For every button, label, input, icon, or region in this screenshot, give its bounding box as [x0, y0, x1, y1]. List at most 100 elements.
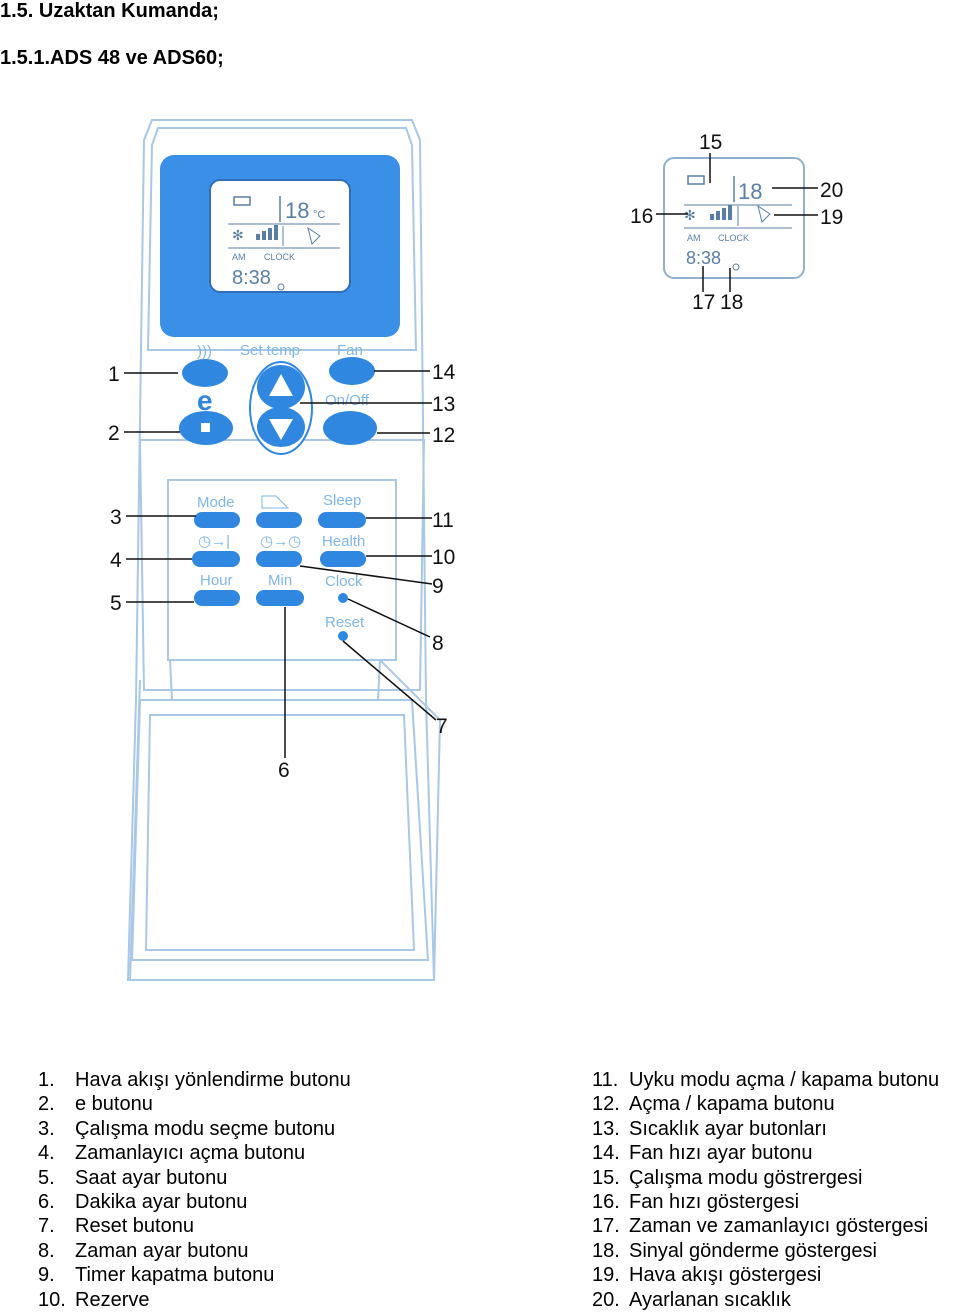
reset-label: Reset [325, 614, 365, 631]
remote-body [126, 119, 442, 981]
legend-item: 10.Rezerve [38, 1288, 351, 1312]
callout-12: 12 [432, 424, 455, 447]
legend-text: Sinyal gönderme göstergesi [629, 1239, 877, 1262]
callout-3: 3 [110, 506, 122, 529]
callout-15: 15 [699, 131, 722, 154]
lcd-time: 8:38 [232, 267, 271, 289]
legend-number: 6. [38, 1191, 55, 1214]
legend-number: 17. [592, 1215, 620, 1238]
callout-11: 11 [432, 509, 454, 532]
legend-text: Açma / kapama butonu [629, 1093, 835, 1116]
set-temp-label: Set temp [240, 342, 300, 359]
legend-number: 16. [592, 1191, 620, 1214]
legend-text: e butonu [75, 1093, 153, 1116]
legend-text: Fan hızı ayar butonu [629, 1142, 813, 1165]
legend-item: 18. Sinyal gönderme göstergesi [592, 1239, 939, 1263]
lcd-screen [209, 179, 351, 293]
display-detail: 18 ✻ AM CLOCK 8:38 [663, 157, 805, 279]
lcd-content: 18 °C ✻ AM CLOCK 8:38 [228, 196, 340, 291]
legend-item: 9. Timer kapatma butonu [38, 1263, 351, 1287]
health-label: Health [322, 533, 365, 550]
legend-text: Sıcaklık ayar butonları [629, 1117, 827, 1140]
callout-4: 4 [110, 549, 122, 572]
legend-number: 11. [592, 1069, 619, 1091]
clock-button[interactable] [338, 593, 348, 603]
top-button-block: ))) Set temp Fan e On/Off [179, 342, 377, 455]
legend-item: 3.Çalışma modu seçme butonu [38, 1117, 351, 1141]
detail-time: 8:38 [686, 248, 721, 268]
timer-off-button[interactable] [256, 551, 302, 567]
remote-control-figure: 18 °C ✻ AM CLOCK 8:38 ))) Set temp Fan e… [108, 119, 843, 981]
legend-item: 20.Ayarlanan sıcaklık [592, 1288, 939, 1312]
legend-item: 8.Zaman ayar butonu [38, 1239, 351, 1263]
callout-2: 2 [108, 422, 120, 445]
legend-number: 20. [592, 1288, 620, 1311]
legend-item: 19.Hava akışı göstergesi [592, 1263, 939, 1287]
clock-label: Clock [325, 573, 363, 590]
legend-text: Timer kapatma butonu [75, 1264, 275, 1287]
legend-text: Zaman ayar butonu [75, 1239, 249, 1262]
square-icon [201, 423, 210, 432]
legend-number: 12. [592, 1093, 620, 1116]
on-off-button[interactable] [323, 411, 377, 445]
legend-item: 2. e butonu [38, 1092, 351, 1116]
legend-number: 7. [38, 1215, 55, 1238]
reset-button[interactable] [338, 631, 348, 641]
min-label: Min [268, 572, 292, 589]
legend-text: Hava akışı göstergesi [629, 1264, 822, 1287]
legend-number: 9. [38, 1264, 55, 1287]
legend-item: 12. Açma / kapama butonu [592, 1092, 939, 1116]
legend-text: Saat ayar butonu [75, 1166, 228, 1189]
section-subheading: 1.5.1.ADS 48 ve ADS60; [0, 47, 224, 69]
signal-waves-icon: ))) [197, 343, 212, 360]
legend-item: 16.Fan hızı göstergesi [592, 1190, 939, 1214]
callout-1: 1 [108, 363, 120, 386]
fan-symbol-icon: ✻ [232, 227, 244, 243]
legend-number: 14. [592, 1142, 620, 1165]
legend-number: 1. [38, 1069, 55, 1091]
min-button[interactable] [256, 590, 304, 606]
mode-button[interactable] [194, 512, 240, 528]
legend-text: Çalışma modu göstrergesi [629, 1166, 863, 1189]
swing-button[interactable] [256, 512, 302, 528]
lcd-temperature: 18 [285, 198, 309, 223]
callout-10: 10 [432, 546, 455, 569]
legend-item: 7. Reset butonu [38, 1214, 351, 1238]
legend-text: Uyku modu açma / kapama butonu [629, 1069, 940, 1091]
timer-off-icon: ◷→◷ [260, 533, 301, 550]
fan-speed-button[interactable] [329, 357, 375, 385]
timer-on-icon: ◷→| [198, 533, 230, 550]
legend-number: 15. [592, 1166, 620, 1189]
airflow-direction-button[interactable] [182, 359, 228, 387]
detail-callout-lines [656, 153, 818, 292]
mode-label: Mode [197, 494, 235, 511]
timer-on-button[interactable] [192, 551, 240, 567]
arrow-down-icon [269, 419, 293, 440]
lcd-am: AM [232, 252, 246, 262]
legend-text: Reset butonu [75, 1215, 194, 1238]
legend-number: 2. [38, 1093, 55, 1116]
legend-text: Rezerve [75, 1288, 150, 1311]
legend-text: Çalışma modu seçme butonu [75, 1117, 336, 1140]
legend-item: 15. Çalışma modu göstrergesi [592, 1166, 939, 1190]
arrow-up-icon [269, 374, 293, 396]
callout-7: 7 [436, 715, 448, 738]
callout-6: 6 [278, 759, 290, 782]
legend-text: Zamanlayıcı açma butonu [75, 1142, 306, 1165]
hour-button[interactable] [194, 590, 240, 606]
lcd-clock: CLOCK [264, 252, 295, 262]
section-heading: 1.5. Uzaktan Kumanda; [0, 0, 219, 22]
lower-button-block: Mode Sleep ◷→| ◷→◷ Health Hour Min Clock… [192, 492, 366, 641]
sleep-button[interactable] [318, 512, 366, 528]
legend-text: Dakika ayar butonu [75, 1191, 248, 1214]
legend-number: 18. [592, 1239, 620, 1262]
legend-text: Hava akışı yönlendirme butonu [75, 1069, 351, 1091]
legend-item: 17.Zaman ve zamanlayıcı göstergesi [592, 1214, 939, 1238]
callout-8: 8 [432, 632, 444, 655]
lcd-temp-unit: °C [313, 209, 325, 221]
callout-9: 9 [432, 575, 444, 598]
health-button[interactable] [320, 551, 366, 567]
e-label: e [197, 385, 213, 416]
detail-callouts: 15 16 17 18 19 20 [630, 131, 843, 314]
legend-number: 5. [38, 1166, 55, 1189]
